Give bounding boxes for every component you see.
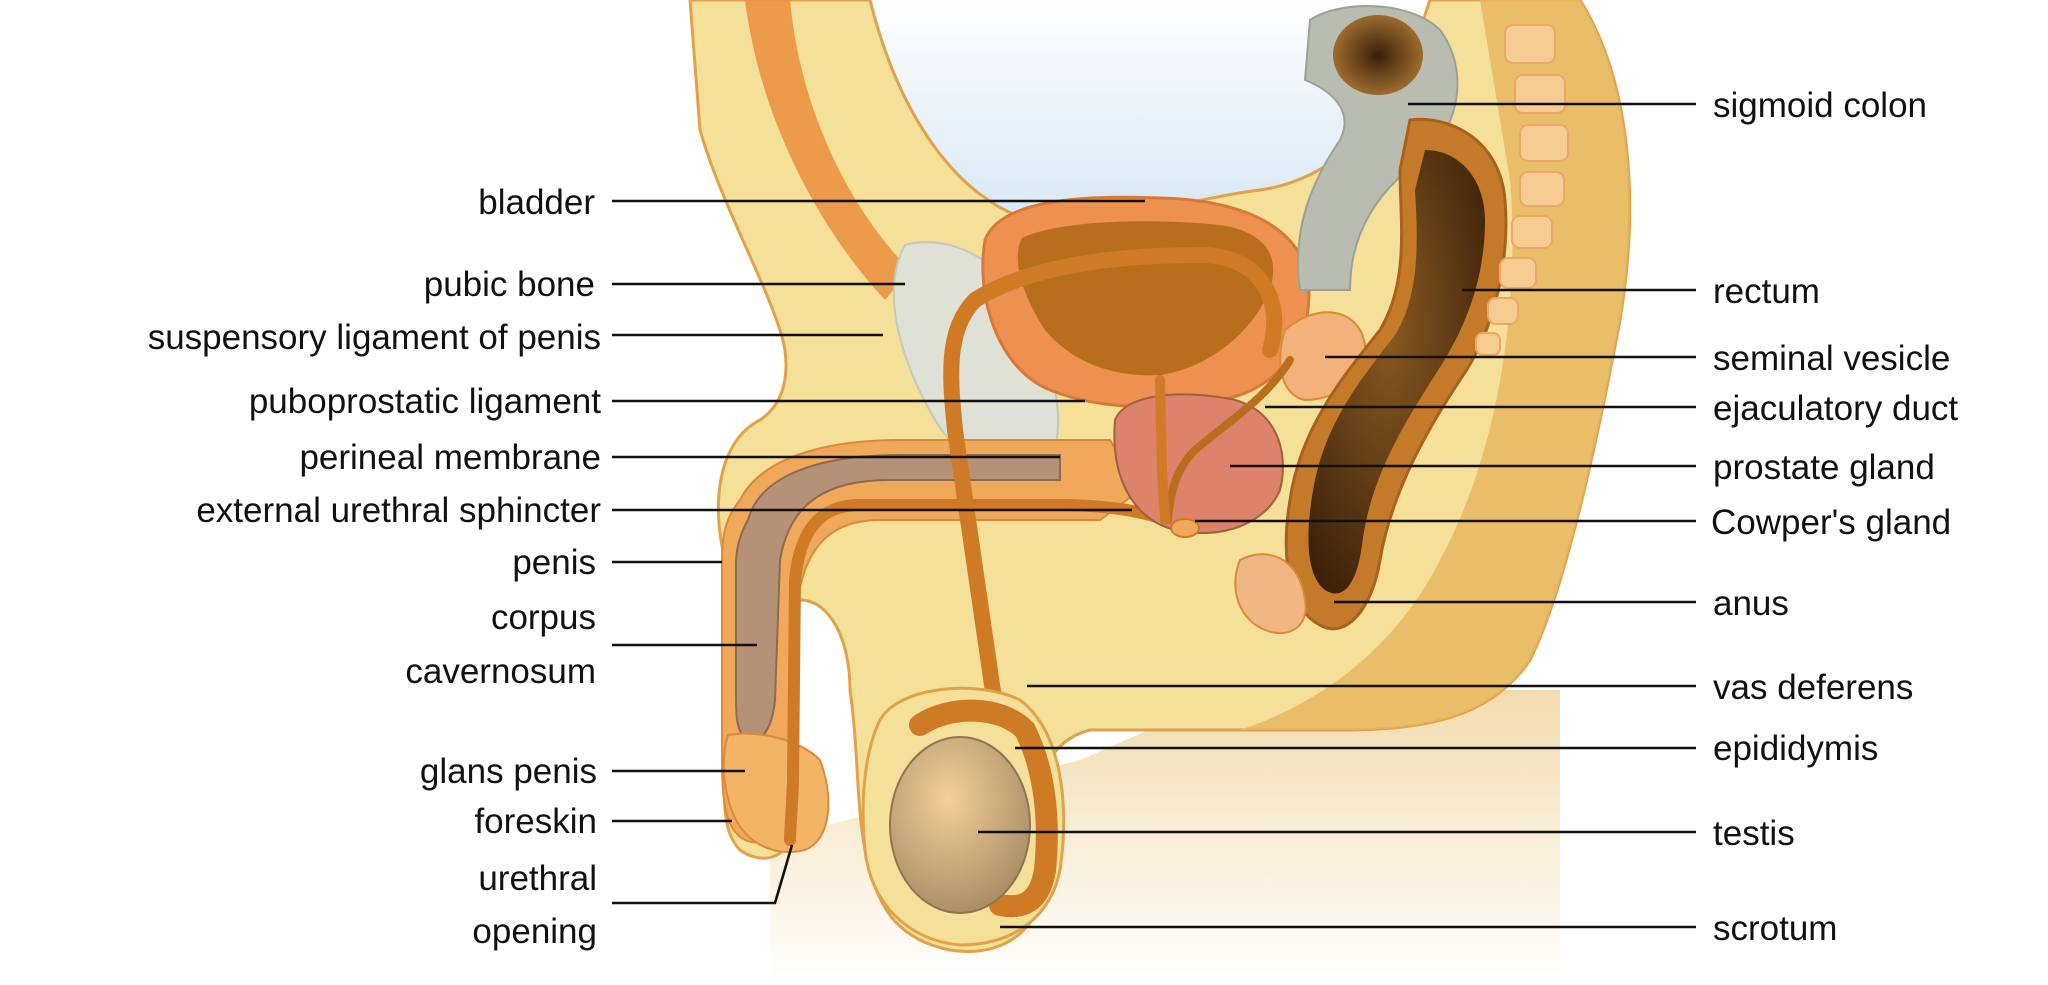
abdominal-wall xyxy=(745,0,910,300)
ejaculatory-duct xyxy=(1164,356,1294,524)
label-perineal-membrane: perineal membrane xyxy=(299,438,601,477)
vertebrae xyxy=(1475,24,1569,356)
label-foreskin: foreskin xyxy=(474,802,597,841)
epididymis xyxy=(909,699,1058,918)
label-corpus-cavernosum: corpus xyxy=(491,598,596,637)
label-urethral-opening-line2: opening xyxy=(472,912,597,951)
corpus-cavernosum xyxy=(735,454,1061,742)
sigmoid-colon xyxy=(1297,5,1459,291)
label-corpus-cavernosum-line2: cavernosum xyxy=(405,652,596,691)
label-pubic-bone: pubic bone xyxy=(424,265,595,304)
label-sigmoid-colon: sigmoid colon xyxy=(1713,86,1927,125)
testis xyxy=(889,736,1031,914)
label-rectum: rectum xyxy=(1713,272,1820,311)
label-vas-deferens: vas deferens xyxy=(1713,668,1913,707)
label-glans-penis: glans penis xyxy=(420,752,597,791)
urethra-prostatic xyxy=(1155,375,1170,525)
label-seminal-vesicle: seminal vesicle xyxy=(1713,339,1950,378)
anatomy-illustration xyxy=(688,0,1632,985)
vas-deferens xyxy=(943,246,1283,748)
leader-lines xyxy=(612,102,1696,929)
label-prostate-gland: prostate gland xyxy=(1713,448,1935,487)
cowpers-gland xyxy=(1170,518,1200,538)
label-scrotum: scrotum xyxy=(1713,909,1837,948)
right-labels: sigmoid colon rectum seminal vesicle eja… xyxy=(1711,86,1958,948)
label-ejaculatory-duct: ejaculatory duct xyxy=(1713,389,1958,428)
label-testis: testis xyxy=(1713,814,1795,853)
label-suspensory-ligament: suspensory ligament of penis xyxy=(148,318,601,357)
label-penis: penis xyxy=(512,543,596,582)
label-cowpers-gland: Cowper's gland xyxy=(1711,503,1951,542)
sigmoid-colon-lumen xyxy=(1333,15,1423,95)
label-puboprostatic-ligament: puboprostatic ligament xyxy=(249,382,601,421)
rectum-lumen xyxy=(1308,150,1485,594)
label-anus: anus xyxy=(1713,584,1789,623)
label-urethral-opening: urethral xyxy=(478,859,597,898)
label-bladder: bladder xyxy=(478,183,595,222)
perineal-muscle xyxy=(1234,553,1307,635)
left-labels: bladder pubic bone suspensory ligament o… xyxy=(148,183,602,951)
label-external-urethral-sphincter: external urethral sphincter xyxy=(196,491,601,530)
label-epididymis: epididymis xyxy=(1713,729,1878,768)
leader-urethral-opening xyxy=(612,844,794,905)
